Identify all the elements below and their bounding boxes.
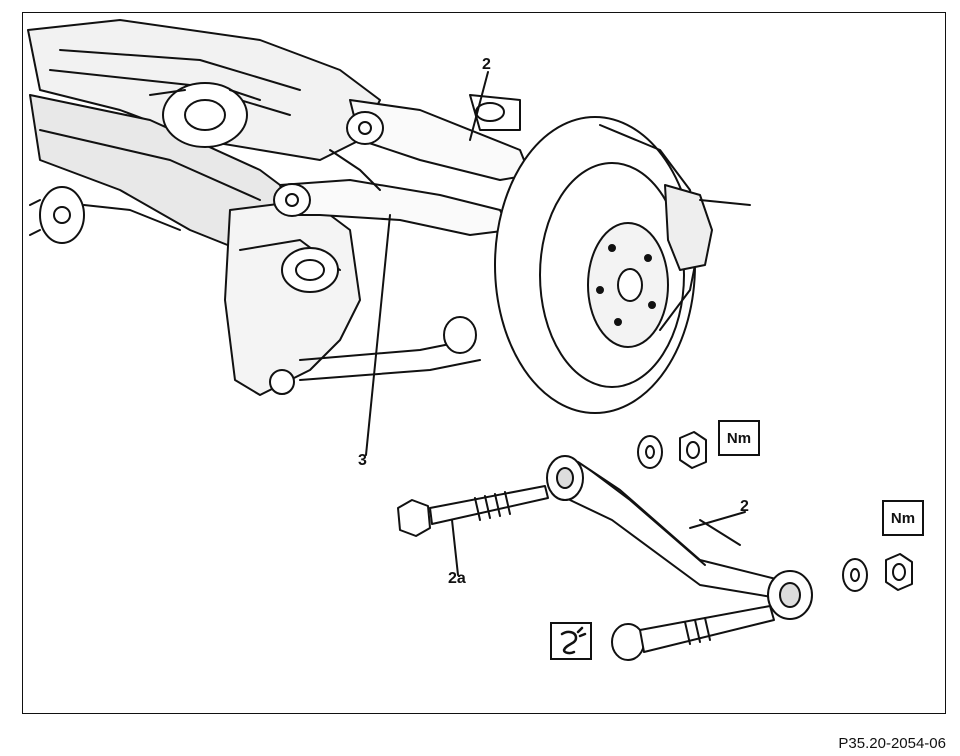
torque-symbol-lower: Nm [882, 500, 924, 536]
tool-glyph [560, 626, 587, 655]
torque-label-upper: Nm [726, 429, 752, 447]
brake-disc [494, 116, 701, 414]
callout-upper-arm: 2 [482, 56, 491, 73]
axle-carrier [224, 199, 481, 396]
callout-bolt: 2a [448, 570, 466, 587]
upper-control-arm-installed [346, 94, 531, 181]
washer-nut-upper [637, 431, 707, 469]
torque-symbol-upper: Nm [718, 420, 760, 456]
washer-nut-lower [842, 553, 913, 592]
brake-caliper [664, 184, 751, 271]
torque-label-lower: Nm [890, 509, 916, 527]
callout-lower-arm: 3 [358, 452, 367, 469]
thread-locking-tool-icon [550, 622, 592, 660]
bolt-2a [397, 485, 549, 537]
upper-control-arm-detail [546, 455, 813, 620]
rear-subframe [27, 19, 381, 251]
bolt-lower [611, 605, 775, 661]
figure-code: P35.20-2054-06 [838, 735, 946, 752]
callout-detail-arm: 2 [740, 498, 749, 515]
lower-control-arm-installed [273, 149, 511, 236]
